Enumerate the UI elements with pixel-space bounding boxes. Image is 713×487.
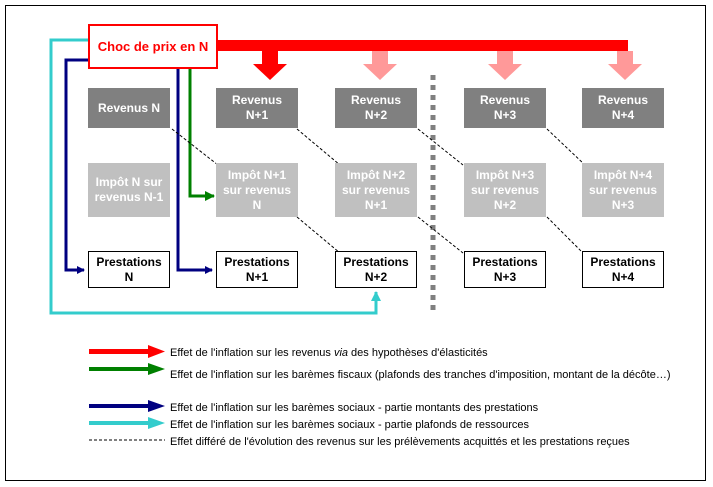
- revenus-n4-box: Revenus N+4: [582, 88, 664, 128]
- legend-red-text: Effet de l'inflation sur les revenus via…: [170, 347, 488, 359]
- revenus-n2-box: Revenus N+2: [335, 88, 417, 128]
- impot-n4-box: Impôt N+4 sur revenus N+3: [582, 163, 664, 217]
- prestations-n2-box: Prestations N+2: [335, 251, 417, 288]
- shock-arrow-head-n4: [608, 51, 642, 80]
- revenus-n1-box: Revenus N+1: [216, 88, 298, 128]
- delayed-line-7: [546, 216, 584, 254]
- green-arrow-impot-n1: [188, 68, 215, 201]
- legend-dashed-text: Effet différé de l'évolution des revenus…: [170, 436, 630, 448]
- navy-arrow-prestations-n: [64, 58, 90, 274]
- shock-arrow-head-n1: [253, 51, 287, 80]
- price-shock-box: Choc de prix en N: [88, 24, 218, 69]
- impot-n3-box: Impôt N+3 sur revenus N+2: [464, 163, 546, 217]
- prestations-n3-box: Prestations N+3: [464, 251, 546, 288]
- delayed-line-5: [296, 216, 341, 254]
- shock-arrow-head-n3: [488, 51, 522, 80]
- delayed-line-2: [296, 128, 341, 166]
- revenus-n3-box: Revenus N+3: [464, 88, 546, 128]
- delayed-line-3: [417, 128, 464, 166]
- prestations-n-box: Prestations N: [88, 251, 170, 288]
- navy-arrow-prestations-n1: [176, 68, 213, 274]
- cyan-arrow-prestations-n2: [49, 38, 381, 315]
- prestations-n1-box: Prestations N+1: [216, 251, 298, 288]
- revenus-n-box: Revenus N: [88, 88, 170, 128]
- delayed-line-4: [546, 128, 586, 166]
- prestations-n4-box: Prestations N+4: [582, 251, 664, 288]
- legend-cyan-text: Effet de l'inflation sur les barèmes soc…: [170, 419, 529, 431]
- shock-arrow-bar: [218, 40, 628, 51]
- delayed-line-6: [417, 216, 464, 254]
- shock-arrow-head-n2: [363, 51, 397, 80]
- impot-n2-box: Impôt N+2 sur revenus N+1: [335, 163, 417, 217]
- impot-n1-box: Impôt N+1 sur revenus N: [216, 163, 298, 217]
- figure-frame: [5, 5, 706, 481]
- legend-green-text: Effet de l'inflation sur les barèmes fis…: [170, 369, 671, 381]
- legend-swatches: [89, 345, 165, 441]
- impot-n-box: Impôt N sur revenus N-1: [88, 163, 170, 217]
- legend-navy-text: Effet de l'inflation sur les barèmes soc…: [170, 402, 539, 414]
